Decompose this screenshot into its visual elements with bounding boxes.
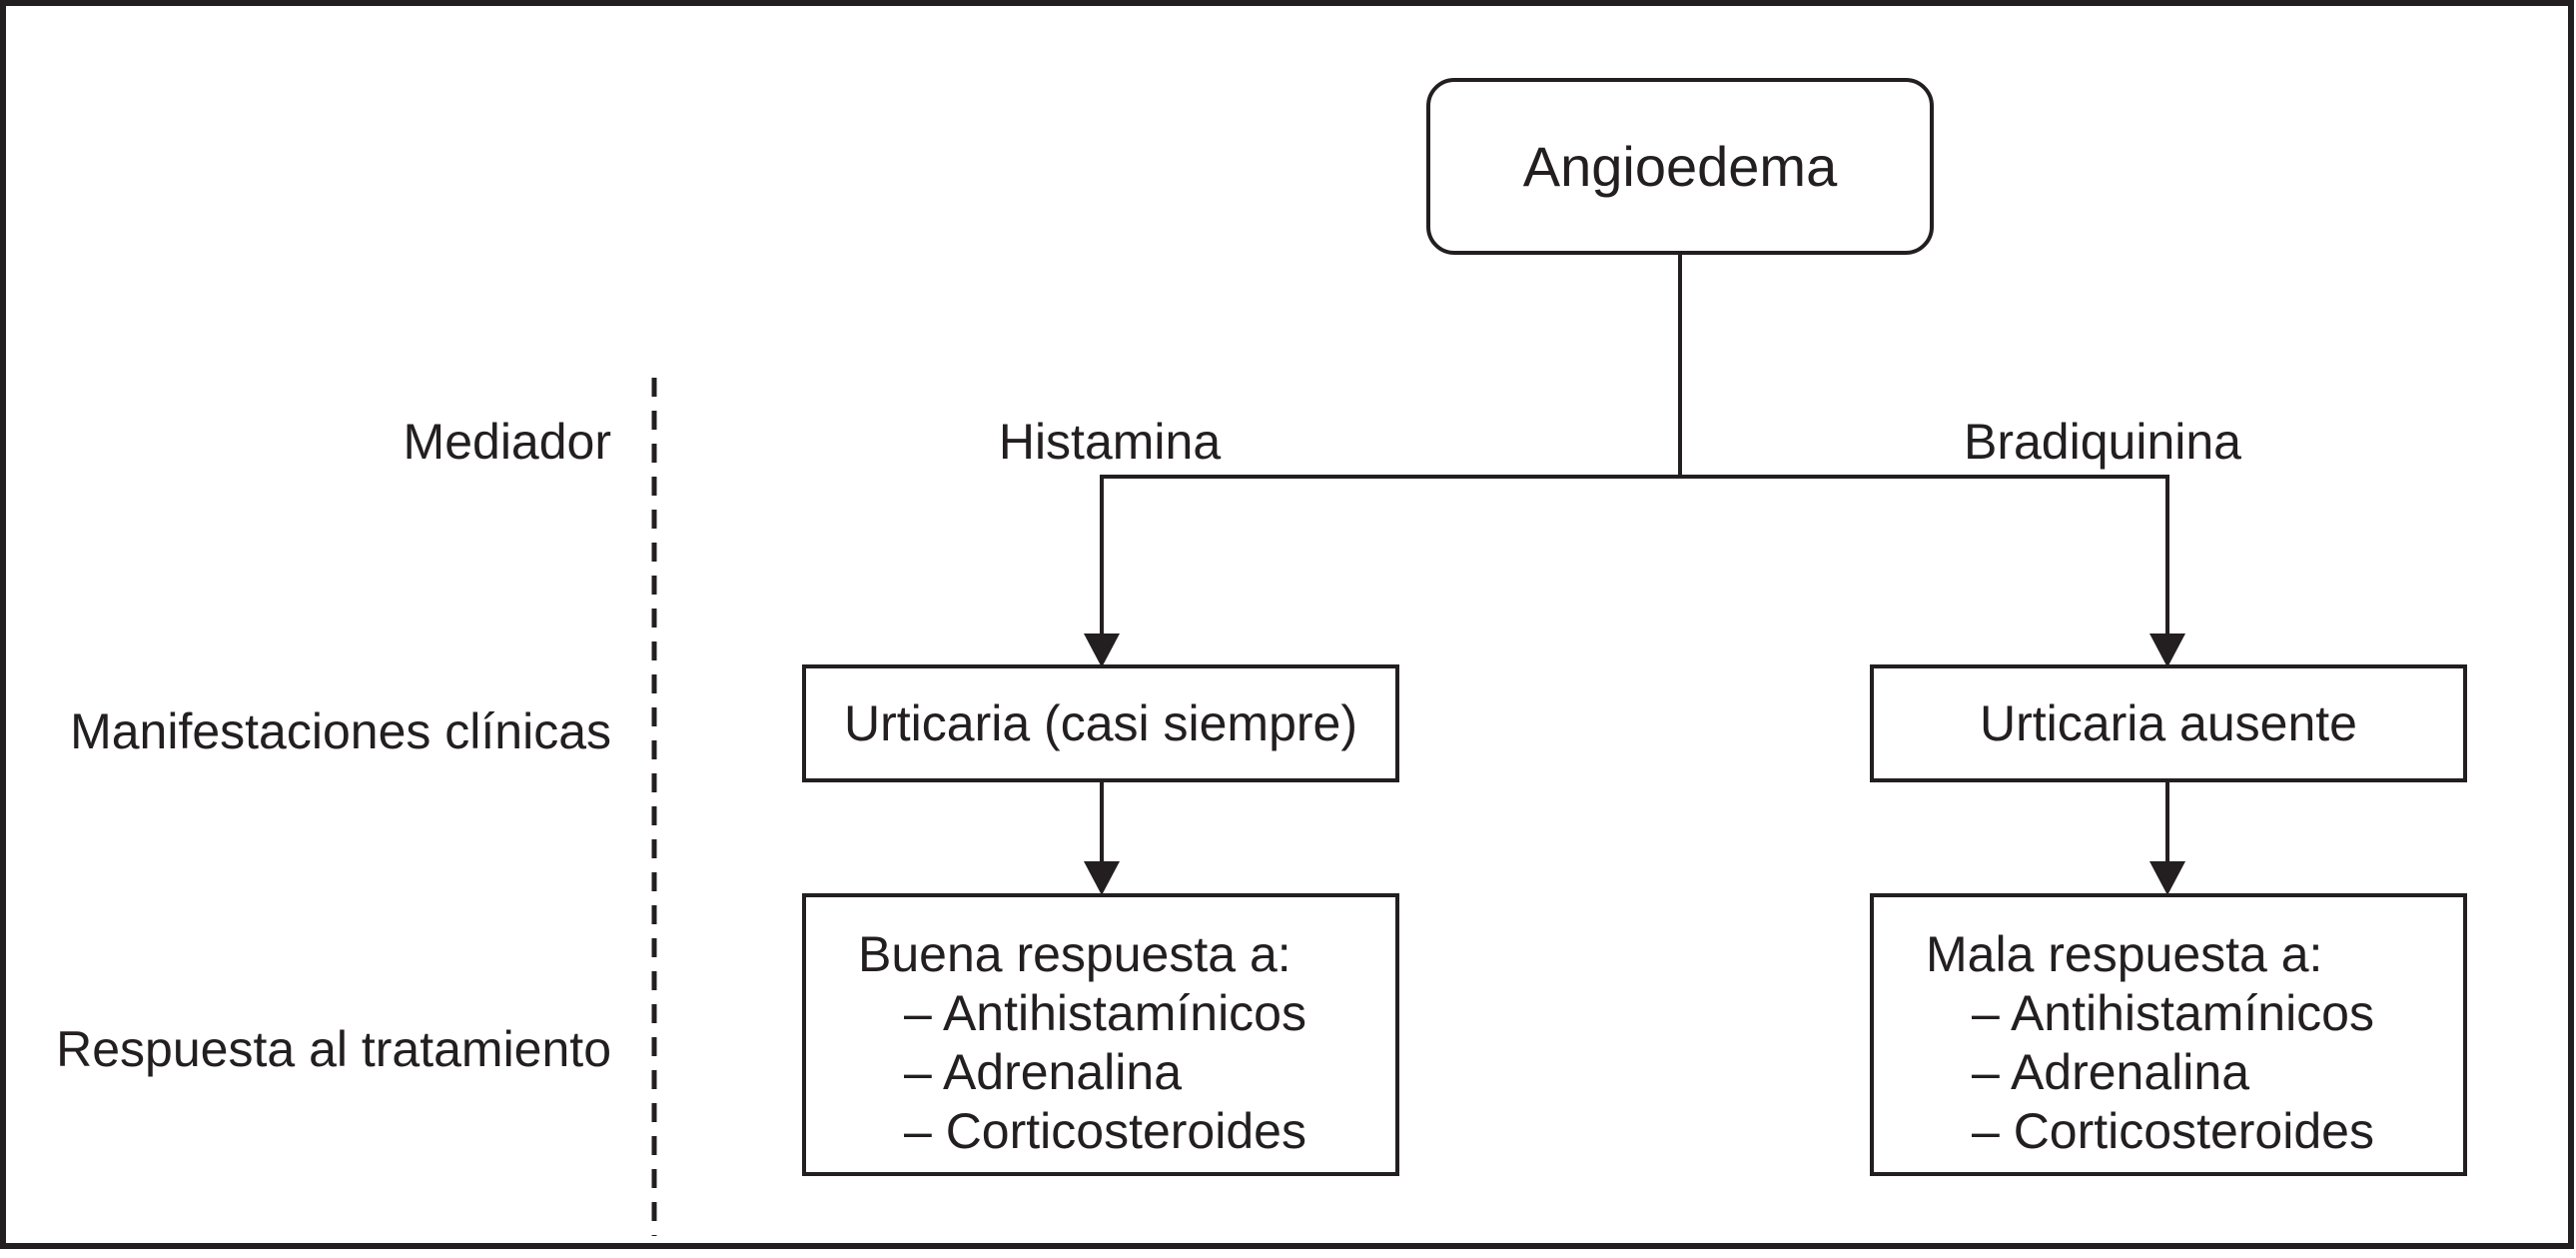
treatment-right-item: – Adrenalina [1972,1044,2250,1100]
clinical-box-right-label: Urticaria ausente [1980,694,2357,751]
treatment-box-right: Mala respuesta a: – Antihistamínicos – A… [1870,893,2467,1176]
right-arrowhead-to-treatment [2149,861,2185,895]
branch-label-bradiquinina: Bradiquinina [1964,414,2241,470]
row-label-mediator: Mediador [403,414,611,470]
left-arrowhead-to-treatment [1084,861,1120,895]
root-node-angioedema: Angioedema [1426,78,1934,255]
treatment-right-title: Mala respuesta a: [1926,926,2323,982]
clinical-box-left-label: Urticaria (casi siempre) [844,694,1357,751]
treatment-left-title: Buena respuesta a: [858,926,1291,982]
right-arrowhead-to-clinical [2149,633,2185,667]
row-label-treatment: Respuesta al tratamiento [56,1021,611,1077]
treatment-right-item: – Antihistamínicos [1972,985,2374,1041]
row-label-clinical: Manifestaciones clínicas [70,703,611,759]
left-arrowhead-to-clinical [1084,633,1120,667]
treatment-left-item: – Adrenalina [904,1044,1183,1100]
clinical-box-left: Urticaria (casi siempre) [802,664,1399,782]
treatment-box-left: Buena respuesta a: – Antihistamínicos – … [802,893,1399,1176]
root-node-label: Angioedema [1522,134,1838,198]
treatment-left-item: – Antihistamínicos [904,985,1306,1041]
treatment-right-item: – Corticosteroides [1972,1103,2374,1159]
clinical-box-right: Urticaria ausente [1870,664,2467,782]
treatment-left-item: – Corticosteroides [904,1103,1306,1159]
branch-label-histamina: Histamina [998,414,1222,470]
